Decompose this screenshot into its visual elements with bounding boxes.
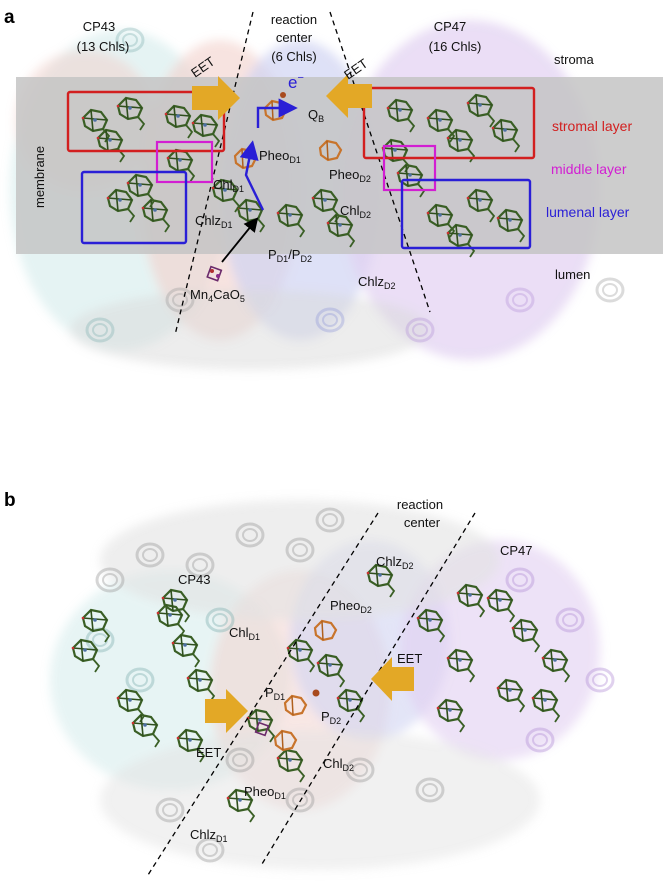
chl-d1-label-a: ChlD1 <box>213 177 244 194</box>
chl-d2-label-b: ChlD2 <box>323 756 354 773</box>
chl-d2-label-a: ChlD2 <box>340 203 371 220</box>
cp47-count: (16 Chls) <box>429 39 482 54</box>
eet-label-left-b: EET <box>196 745 221 760</box>
lumenal-layer-label: lumenal layer <box>546 204 630 220</box>
qb-label: QB <box>308 107 324 124</box>
membrane-label: membrane <box>32 146 47 208</box>
lumenal-layer-box-left <box>80 170 188 245</box>
cp43-label-b: CP43 <box>178 572 211 587</box>
pheo-d2-label-a: PheoD2 <box>329 167 371 184</box>
cp43-count: (13 Chls) <box>77 39 130 54</box>
mn-cluster-icon-b <box>254 721 270 737</box>
panel-label-a: a <box>4 7 15 28</box>
eet-arrow-right-a <box>326 74 372 118</box>
electron-label: e− <box>288 72 304 92</box>
p-pair-label-a: PD1/PD2 <box>268 247 312 264</box>
cp47-title: CP47 <box>434 19 467 34</box>
eet-arrow-left-a <box>192 76 240 120</box>
pheo-d2-label-b: PheoD2 <box>330 598 372 615</box>
pd1-label-b: PD1 <box>265 685 285 702</box>
chlz-d2-label-a: ChlzD2 <box>358 274 396 291</box>
chlz-d1-label-b: ChlzD1 <box>190 827 228 844</box>
rc-boundary-right-a <box>329 11 431 313</box>
rc-boundary-right-b <box>261 512 476 865</box>
mn-cluster-arrow <box>221 217 259 263</box>
mn-cluster-icon <box>206 265 223 282</box>
eet-arrow-right-b <box>371 657 414 701</box>
mn-cluster-label: Mn4CaO5 <box>190 287 245 304</box>
stromal-layer-box-right <box>362 86 536 160</box>
rc-boundary-left-a <box>174 11 254 336</box>
middle-layer-label: middle layer <box>551 161 627 177</box>
panel-label-b: b <box>4 490 16 511</box>
eet-label-right-b: EET <box>397 651 422 666</box>
pheo-d1-label-b: PheoD1 <box>244 784 286 801</box>
stroma-label: stroma <box>554 52 595 67</box>
panel-a: a CP43 (13 Chls) reaction center (6 Chls… <box>4 7 663 370</box>
stromal-layer-box-left <box>66 90 226 153</box>
eet-arrow-left-b <box>205 689 248 733</box>
electron-path <box>239 98 298 211</box>
chlz-d1-label-a: ChlzD1 <box>195 213 233 230</box>
rc-title-line1: reaction <box>271 12 317 27</box>
rc-title-line1-b: reaction <box>397 497 443 512</box>
rc-title-line2-b: center <box>404 515 441 530</box>
nonheme-iron-b <box>312 689 320 697</box>
pheo-d1-label-a: PheoD1 <box>259 148 301 165</box>
rc-count: (6 Chls) <box>271 49 317 64</box>
rc-title-line2: center <box>276 30 313 45</box>
stromal-layer-label: stromal layer <box>552 118 632 134</box>
chlz-d2-label-b: ChlzD2 <box>376 554 414 571</box>
middle-layer-box-left <box>155 140 214 184</box>
cp47-label-b: CP47 <box>500 543 533 558</box>
protein-background-b <box>50 500 600 870</box>
chl-d1-label-b: ChlD1 <box>229 625 260 642</box>
lumenal-layer-box-right <box>400 178 532 250</box>
nonheme-iron <box>280 92 286 98</box>
pd2-label-b: PD2 <box>321 709 341 726</box>
panel-b: b reaction center CP43 CP47 EET EET Chlz… <box>4 490 615 876</box>
cp43-title: CP43 <box>83 19 116 34</box>
middle-layer-box-right <box>382 144 437 192</box>
lumen-label: lumen <box>555 267 590 282</box>
